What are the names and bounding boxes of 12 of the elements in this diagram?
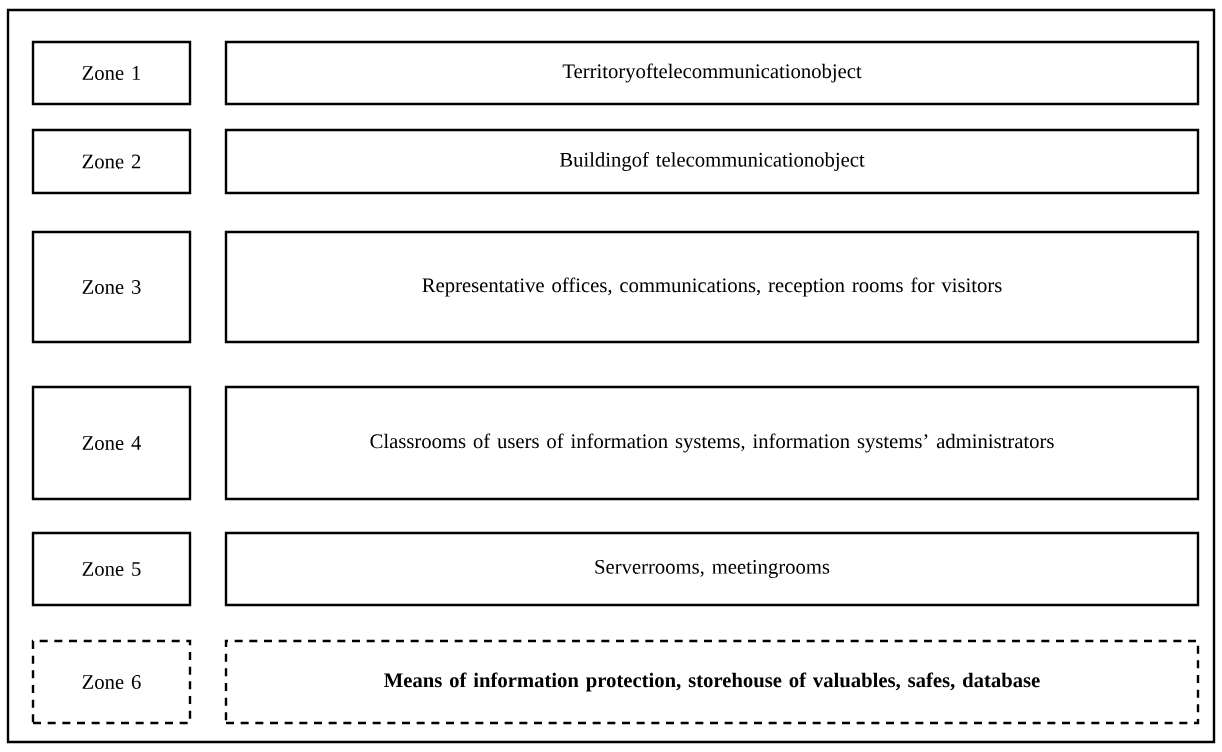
zone-description-box: Classrooms of users of information systems, information systems’ administrators — [224, 385, 1200, 501]
zone-description-box: Buildingof telecommunicationobject — [224, 128, 1200, 195]
zone-label-box: Zone 4 — [31, 385, 192, 501]
zone-label-box: Zone 1 — [31, 40, 192, 106]
zone-description-box: Territoryoftelecommunicationobject — [224, 40, 1200, 106]
zone-label-box: Zone 5 — [31, 531, 192, 607]
zone-label-box: Zone 6 — [31, 639, 192, 725]
zone-description-box: Serverrooms, meetingrooms — [224, 531, 1200, 607]
zone-description-box: Representative offices, communications, reception rooms for visitors — [224, 230, 1200, 344]
zone-label-box: Zone 3 — [31, 230, 192, 344]
zone-label-box: Zone 2 — [31, 128, 192, 195]
zone-description-box: Means of information protection, storehouse of valuables, safes, database — [224, 639, 1200, 725]
